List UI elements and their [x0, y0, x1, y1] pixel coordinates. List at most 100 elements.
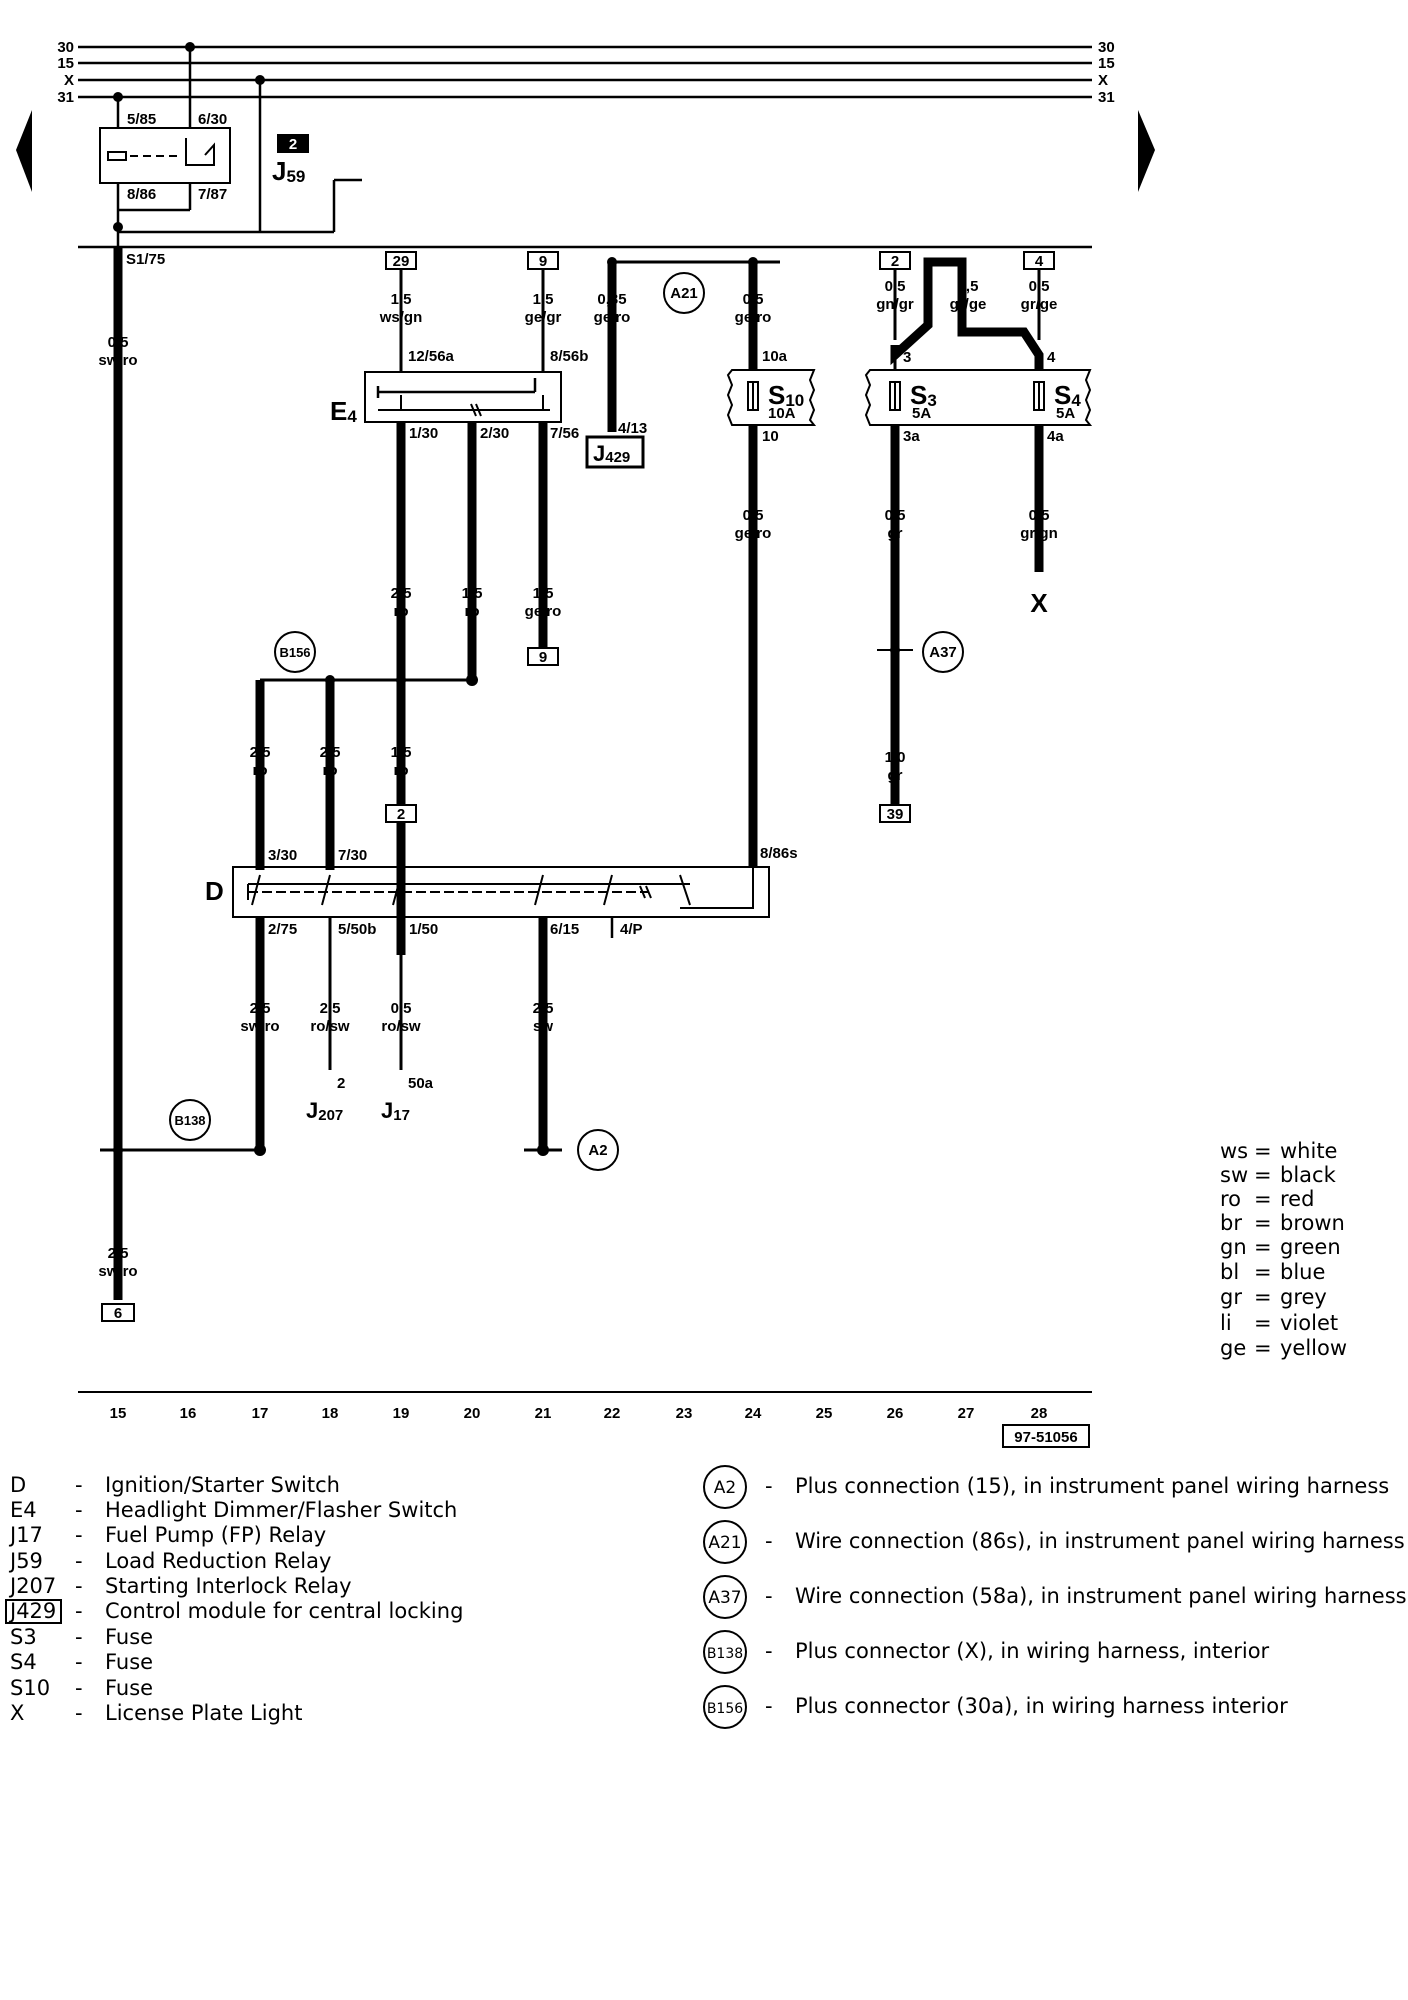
pin-6-15: 6/15 — [550, 921, 579, 938]
wire-gngr-color: gn/gr — [876, 296, 914, 313]
fuse-s4-rating: 5A — [1056, 405, 1075, 422]
wire-left-size: 0,5 — [108, 334, 129, 351]
conn-desc-3: Plus connector (X), in wiring harness, i… — [795, 1639, 1270, 1663]
wire-bottom-color: sw/ro — [98, 1263, 137, 1280]
pin-2-30: 2/30 — [480, 425, 509, 442]
col-21: 21 — [535, 1405, 552, 1422]
wire-grge-right-size: 0,5 — [1029, 278, 1050, 295]
wire-b156-3-size: 1,5 — [391, 744, 412, 761]
comp-desc-4: Starting Interlock Relay — [105, 1574, 352, 1598]
legend-code-0: ws — [1220, 1139, 1248, 1163]
wire-left-color: sw/ro — [98, 352, 137, 369]
comp-code-3: J59 — [8, 1549, 43, 1573]
j429-label: J429 — [593, 441, 630, 466]
wire-d-3-size: 0,5 — [391, 1000, 412, 1017]
wire-b156-1-color: ro — [253, 762, 268, 779]
wire-gegr-size: 1,5 — [533, 291, 554, 308]
svg-text:-: - — [75, 1523, 83, 1547]
col-19: 19 — [393, 1405, 410, 1422]
comp-desc-6: Fuse — [105, 1625, 153, 1649]
svg-text:=: = — [1254, 1187, 1272, 1211]
svg-text:-: - — [75, 1676, 83, 1700]
bus-label-30-right: 30 — [1098, 39, 1115, 56]
wire-gegr-color: ge/gr — [525, 309, 562, 326]
comp-code-5: J429 — [8, 1599, 56, 1623]
circle-a37: A37 — [929, 644, 957, 661]
comp-desc-8: Fuse — [105, 1676, 153, 1700]
col-25: 25 — [816, 1405, 833, 1422]
legend-name-2: red — [1280, 1187, 1314, 1211]
relay-badge: 2 — [289, 136, 297, 153]
wire-s10-out-size: 0,5 — [743, 507, 764, 524]
previous-page-arrow-icon[interactable] — [16, 110, 32, 192]
wire-grge-mid-color: gr/ge — [950, 296, 987, 313]
bus-label-15-right: 15 — [1098, 55, 1115, 72]
comp-desc-5: Control module for central locking — [105, 1599, 463, 1623]
legend-code-3: br — [1220, 1211, 1242, 1235]
fuse-s10-name: S10 — [768, 380, 804, 410]
svg-text:-: - — [75, 1574, 83, 1598]
svg-text:-: - — [765, 1639, 773, 1663]
comp-code-0: D — [10, 1473, 26, 1497]
bus-label-x-right: X — [1098, 72, 1108, 89]
wire-bottom-size: 2,5 — [108, 1245, 129, 1262]
pin-12-56a: 12/56a — [408, 348, 455, 365]
wire-b156-2-size: 2,5 — [320, 744, 341, 761]
svg-text:=: = — [1254, 1211, 1272, 1235]
relay-pin-6-30: 6/30 — [198, 111, 227, 128]
col-27: 27 — [958, 1405, 975, 1422]
wire-e4-1-size: 2,5 — [391, 585, 412, 602]
legend-name-0: white — [1280, 1139, 1337, 1163]
pin-3: 3 — [903, 349, 911, 366]
pin-5-50b: 5/50b — [338, 921, 376, 938]
conn-desc-4: Plus connector (30a), in wiring harness … — [795, 1694, 1288, 1718]
next-page-arrow-icon[interactable] — [1138, 110, 1155, 192]
box-9-top: 9 — [539, 253, 547, 270]
conn-code-0: A2 — [714, 1478, 736, 1498]
col-28: 28 — [1031, 1405, 1048, 1422]
legend-name-3: brown — [1280, 1211, 1345, 1235]
pin-10: 10 — [762, 428, 779, 445]
pin-4-p: 4/P — [620, 921, 643, 938]
fuse-s3-rating: 5A — [912, 405, 931, 422]
box-39: 39 — [887, 806, 904, 823]
box-2-top: 2 — [891, 253, 899, 270]
wire-e4-3-size: 1,5 — [533, 585, 554, 602]
svg-text:=: = — [1254, 1260, 1272, 1284]
wire-s10-in-color: ge/ro — [735, 309, 772, 326]
circle-b156: B156 — [279, 645, 310, 660]
wire-s3-out-color: gr — [888, 525, 903, 542]
wire-e4-1-color: ro — [394, 603, 409, 620]
pin-10a: 10a — [762, 348, 788, 365]
pin-3a: 3a — [903, 428, 920, 445]
bus-label-31-right: 31 — [1098, 89, 1115, 106]
s175-label: S1/75 — [126, 251, 165, 268]
fuse-s10-rating: 10A — [768, 405, 796, 422]
col-20: 20 — [464, 1405, 481, 1422]
wire-j429-size: 0,35 — [597, 291, 626, 308]
pin-3-30: 3/30 — [268, 847, 297, 864]
pin-50a: 50a — [408, 1075, 434, 1092]
svg-text:-: - — [75, 1473, 83, 1497]
legend-code-5: bl — [1220, 1260, 1239, 1284]
legend-code-7: li — [1220, 1311, 1232, 1335]
wire-d-3-color: ro/sw — [381, 1018, 421, 1035]
bus-label-x-left: X — [64, 72, 74, 89]
circle-a2: A2 — [588, 1142, 607, 1159]
fuse-s10: S10 10A — [726, 369, 817, 426]
box-6: 6 — [114, 1305, 122, 1322]
doc-number: 97-51056 — [1014, 1429, 1077, 1446]
bus-lines: 30 15 X 31 30 15 X 31 — [57, 39, 1114, 106]
legend-code-4: gn — [1220, 1235, 1247, 1259]
svg-text:-: - — [75, 1549, 83, 1573]
e4-label: E4 — [330, 396, 357, 426]
col-16: 16 — [180, 1405, 197, 1422]
legend-code-2: ro — [1220, 1187, 1241, 1211]
legend-name-8: yellow — [1280, 1336, 1347, 1360]
pin-2-j207: 2 — [337, 1075, 345, 1092]
wire-s10-in-size: 0,5 — [743, 291, 764, 308]
comp-code-1: E4 — [10, 1498, 37, 1522]
pin-8-86s: 8/86s — [760, 845, 798, 862]
pin-1-50: 1/50 — [409, 921, 438, 938]
comp-desc-0: Ignition/Starter Switch — [105, 1473, 340, 1497]
